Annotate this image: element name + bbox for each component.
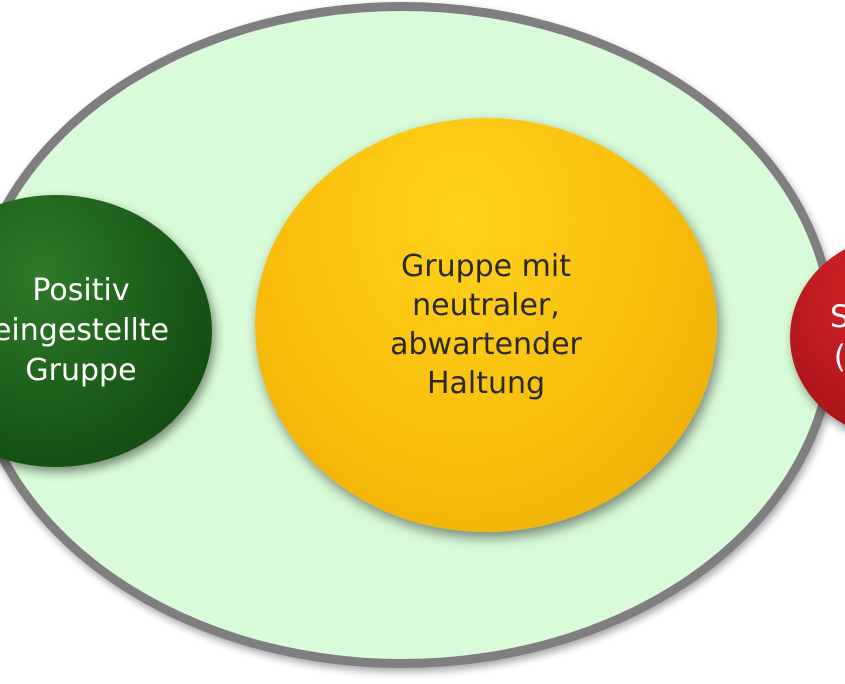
neutral-group-circle: Gruppe mit neutraler, abwartender Haltun…	[255, 118, 717, 532]
negative-group-label: S (	[830, 299, 845, 375]
positive-group-label: Positiv eingestellte Gruppe	[0, 273, 170, 388]
neutral-group-label: Gruppe mit neutraler, abwartender Haltun…	[390, 249, 582, 401]
